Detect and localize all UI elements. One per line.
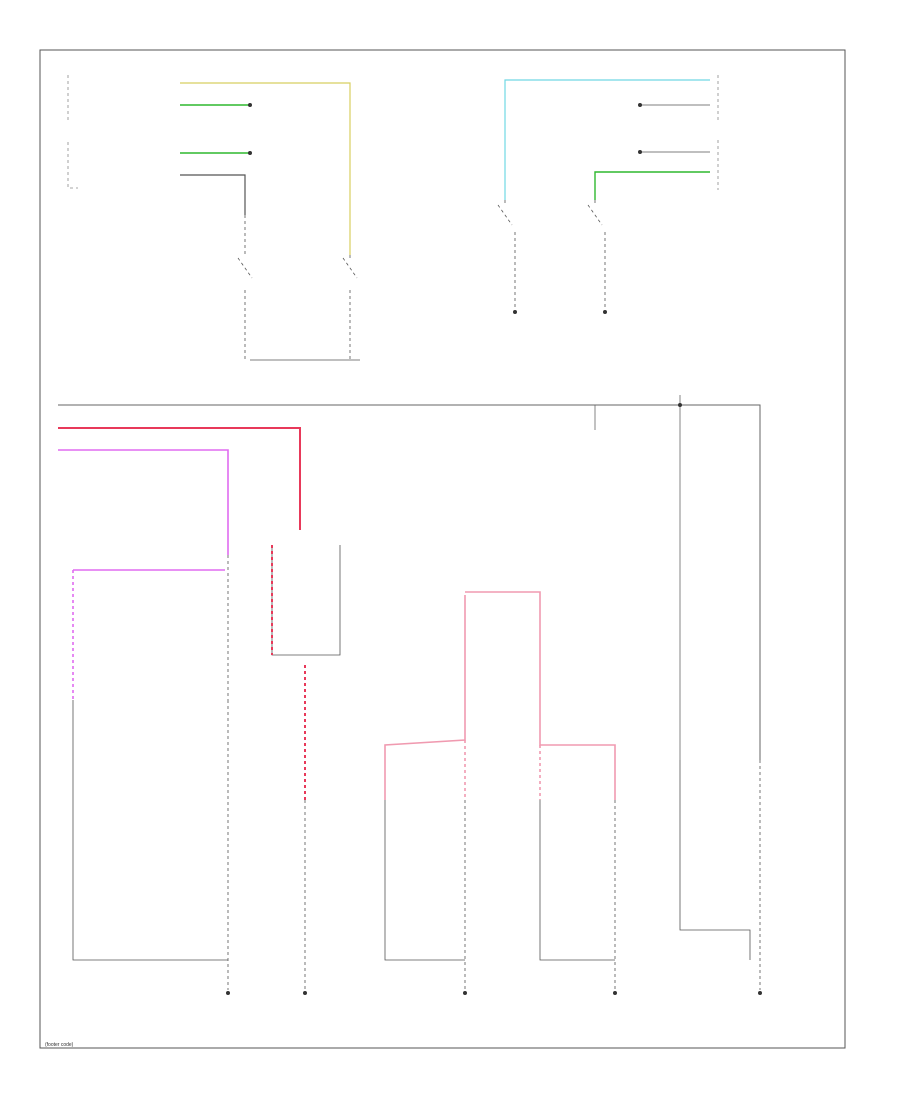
ground-dot xyxy=(463,991,467,995)
wire-pink-left xyxy=(384,595,466,800)
ground-dot xyxy=(613,991,617,995)
wire-return-a xyxy=(384,800,465,961)
ground-dot xyxy=(513,310,517,314)
instrument-lamp-group xyxy=(679,760,762,995)
footer-code: (footer code) xyxy=(45,1042,74,1048)
wire-yellow-left xyxy=(180,82,351,255)
wire-return-b xyxy=(539,800,615,961)
left-switch-outline xyxy=(67,75,78,189)
ground-dot xyxy=(226,991,230,995)
ground-dot xyxy=(303,991,307,995)
right-door-switch-group xyxy=(497,75,719,314)
wire-red-main xyxy=(58,427,301,530)
passenger-door-switch xyxy=(342,255,358,360)
connector-dot xyxy=(248,103,252,107)
splice-box xyxy=(271,545,341,656)
wire-feed-top xyxy=(58,404,761,760)
power-feed-group xyxy=(58,395,761,760)
wire-ip-return xyxy=(679,760,751,960)
wire-pink-right xyxy=(465,591,616,800)
left-rear-door-switch xyxy=(497,200,516,310)
connector-dot xyxy=(638,103,642,107)
wire-grey-left xyxy=(180,174,246,215)
diagram-frame xyxy=(39,49,846,1049)
wire-left-return xyxy=(72,700,228,961)
courtesy-lamp-group xyxy=(384,591,617,995)
ground-dot xyxy=(758,991,762,995)
wire-green-right xyxy=(594,171,710,200)
wire-cyan-right xyxy=(504,79,710,200)
right-rear-door-switch xyxy=(587,200,606,310)
driver-door-switch xyxy=(237,215,253,360)
lower-left-lamp-group xyxy=(72,545,341,995)
ground-dot xyxy=(603,310,607,314)
connector-dot xyxy=(638,150,642,154)
wire-magenta-main xyxy=(58,449,229,555)
connector-dot xyxy=(248,151,252,155)
splice-dot xyxy=(678,403,682,407)
left-door-switch-group xyxy=(67,75,360,361)
